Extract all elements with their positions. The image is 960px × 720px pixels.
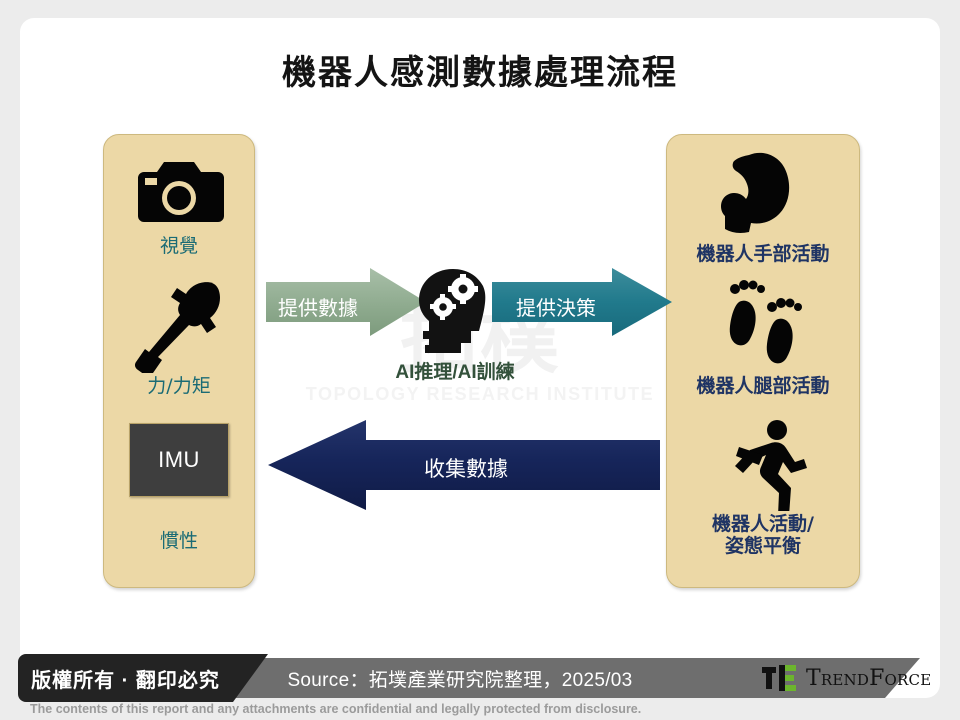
output-label-arm: 機器人手部活動 <box>696 243 830 265</box>
ai-brain-head-icon <box>413 267 497 353</box>
trendforce-mark-icon <box>762 665 796 691</box>
output-label-balance-line1: 機器人活動/ <box>712 513 814 535</box>
footprints-icon <box>667 275 859 373</box>
sensor-label-force: 力/力矩 <box>147 375 211 397</box>
disclaimer-text: The contents of this report and any atta… <box>30 702 642 716</box>
output-item-balance[interactable]: 機器人活動/ 姿態平衡 <box>667 417 859 557</box>
sensor-item-force[interactable]: 力/力矩 <box>104 275 254 397</box>
sensor-inputs-panel: 視覺 力/力矩 IMU 慣性 <box>103 134 255 588</box>
source-text: Source：拓墣產業研究院整理，2025/03 <box>287 669 633 691</box>
sensor-label-inertial: 慣性 <box>159 530 198 552</box>
sensor-item-imu[interactable]: IMU 慣性 <box>104 423 254 552</box>
trendforce-wordmark: TrendForce <box>806 665 932 691</box>
ai-caption: AI推理/AI訓練 <box>395 362 515 383</box>
page-title: 機器人感測數據處理流程 <box>282 53 678 93</box>
arrow-label-provide-data: 提供數據 <box>278 296 358 320</box>
footer: Source：拓墣產業研究院整理，2025/03 版權所有 · 翻印必究 Tre… <box>0 650 960 720</box>
arrow-provide-decision[interactable] <box>492 268 672 358</box>
sensor-item-vision[interactable]: 視覺 <box>104 149 254 257</box>
running-man-icon <box>667 417 859 513</box>
output-label-balance-line2: 姿態平衡 <box>724 535 801 557</box>
robot-outputs-panel: 機器人手部活動 機器人腿部活動 <box>666 134 860 588</box>
copyright-tab <box>18 654 268 702</box>
arrow-collect-data[interactable] <box>262 420 660 516</box>
output-item-arm[interactable]: 機器人手部活動 <box>667 147 859 265</box>
imu-box-text: IMU <box>158 447 200 472</box>
output-item-leg[interactable]: 機器人腿部活動 <box>667 275 859 397</box>
copyright-text: 版權所有 · 翻印必究 <box>31 669 220 692</box>
arrow-label-provide-decision: 提供決策 <box>516 296 596 320</box>
wrench-icon <box>104 275 254 375</box>
trendforce-logo[interactable]: TrendForce <box>760 662 931 694</box>
arrow-provide-data[interactable] <box>266 268 426 358</box>
sensor-label-vision: 視覺 <box>159 235 198 257</box>
arrow-label-collect-data: 收集數據 <box>424 457 508 481</box>
camera-icon <box>104 149 254 235</box>
output-label-leg: 機器人腿部活動 <box>696 375 830 397</box>
muscle-arm-icon <box>667 147 859 239</box>
imu-box[interactable]: IMU <box>129 423 229 497</box>
